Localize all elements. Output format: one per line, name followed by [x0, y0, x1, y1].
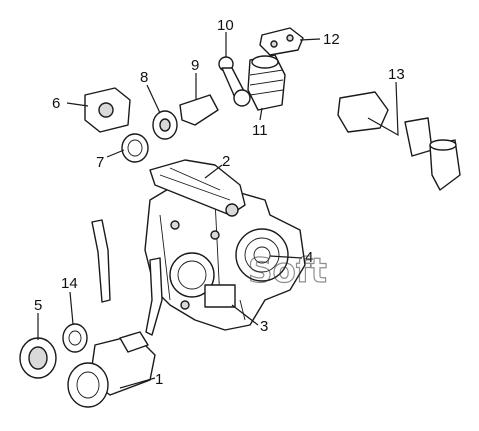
starter-motor [67, 331, 156, 408]
callout-8: 8 [140, 69, 148, 86]
cylinder-head [259, 27, 304, 56]
callout-10: 10 [217, 17, 234, 34]
leader-11 [259, 107, 263, 121]
leader-3 [231, 304, 259, 326]
pump-element [179, 94, 219, 126]
engine-housing [144, 184, 306, 331]
callout-7: 7 [96, 154, 104, 171]
callout-12: 12 [323, 31, 340, 48]
fuel-pump [84, 87, 131, 133]
callout-1: 1 [155, 371, 163, 388]
linkage-assembly [149, 159, 246, 217]
connecting-rod [218, 56, 251, 107]
cylinder [247, 54, 286, 111]
callout-4: 4 [305, 249, 313, 266]
callout-leaders [37, 32, 399, 389]
leader-14 [69, 291, 74, 325]
filter-assembly [337, 91, 461, 191]
leader-6 [66, 102, 89, 107]
callout-9: 9 [191, 57, 199, 74]
seal-ring [121, 133, 149, 163]
callout-3: 3 [260, 318, 268, 335]
leader-4 [269, 255, 303, 259]
ring-gear [19, 337, 57, 379]
callout-14: 14 [61, 275, 78, 292]
watermark-text: Soft [248, 251, 327, 291]
gasket-strips [91, 219, 163, 336]
callout-labels: 1 2 3 4 5 6 7 8 9 10 11 12 13 14 [34, 17, 405, 388]
callout-2: 2 [222, 153, 230, 170]
callout-5: 5 [34, 297, 42, 314]
callout-11: 11 [252, 122, 268, 139]
leader-8 [146, 84, 161, 114]
bearing [62, 323, 88, 353]
leader-13 [367, 81, 399, 137]
leader-2 [204, 164, 223, 179]
gear [152, 110, 178, 140]
callout-6: 6 [52, 95, 60, 112]
leader-1 [119, 377, 156, 389]
leader-12 [299, 38, 321, 41]
callout-13: 13 [388, 66, 405, 83]
leader-7 [106, 149, 125, 158]
